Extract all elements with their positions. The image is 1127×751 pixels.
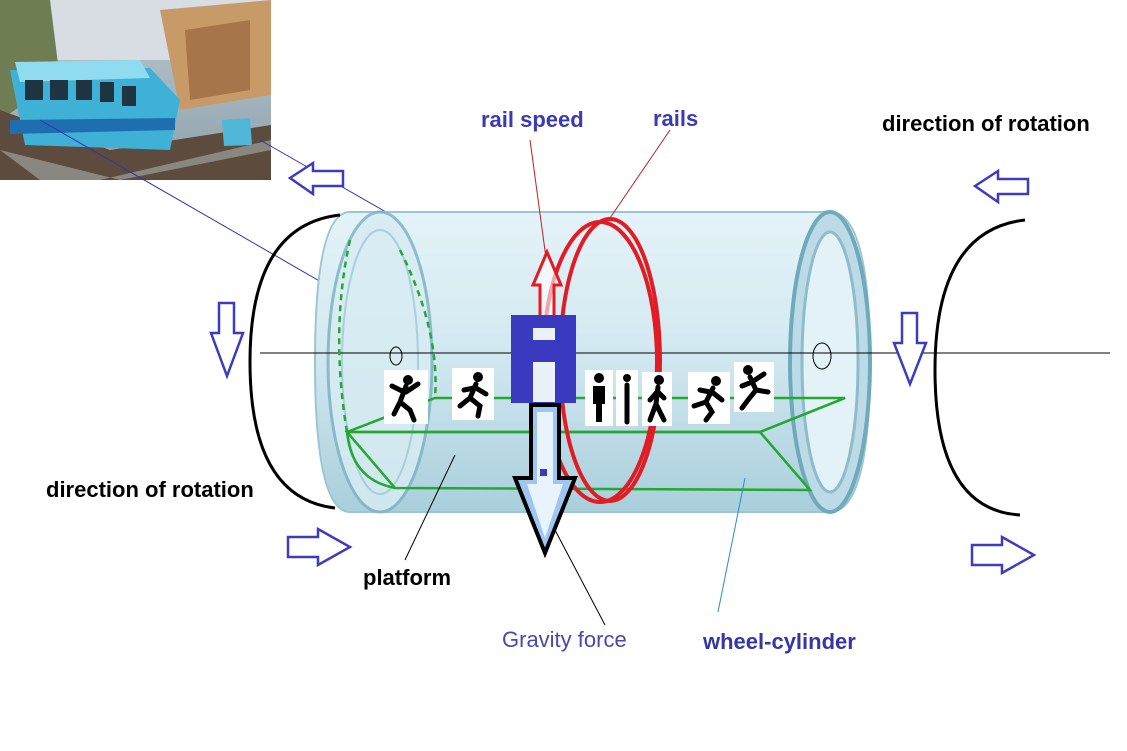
arrow-left-top-icon [287, 160, 345, 197]
axle-right [812, 342, 832, 370]
arrow-left-right-top-icon [972, 168, 1030, 205]
platform-label: platform [363, 565, 451, 590]
wheel-cylinder-label: wheel-cylinder [703, 629, 856, 654]
direction-of-rotation-left-label: direction of rotation [46, 477, 254, 502]
person-running-icon [452, 368, 494, 420]
left-rotation-arc [248, 213, 341, 510]
gravity-arrow [512, 403, 578, 559]
rails-pointer [609, 129, 671, 219]
wheel-pointer [717, 477, 746, 613]
wheel-cylinder-body [313, 210, 872, 514]
gravity-force-label: Gravity force [502, 627, 627, 652]
person-jumping-icon [734, 362, 774, 412]
rail-speed-label: rail speed [481, 107, 584, 132]
arrow-down-left-icon [209, 301, 245, 380]
rail-speed-pointer [529, 139, 547, 259]
arrow-right-bottom-right-icon [970, 534, 1037, 576]
right-rotation-arc [933, 218, 1026, 517]
arrow-right-bottom-icon [286, 526, 353, 568]
axle-left [389, 346, 403, 366]
direction-of-rotation-right-label: direction of rotation [882, 111, 1090, 136]
gravity-pointer [554, 529, 606, 626]
tram-car-block [511, 315, 576, 403]
rails-label: rails [653, 106, 699, 131]
funicular-photo [0, 0, 271, 180]
person-running-fast-icon [688, 372, 730, 424]
person-standing-thin-icon [616, 370, 638, 426]
person-falling-icon [384, 370, 428, 424]
platform-pointer [404, 454, 456, 561]
person-standing-icon [585, 370, 613, 426]
person-walking-icon [642, 372, 672, 426]
arrow-down-right-icon [892, 311, 928, 388]
